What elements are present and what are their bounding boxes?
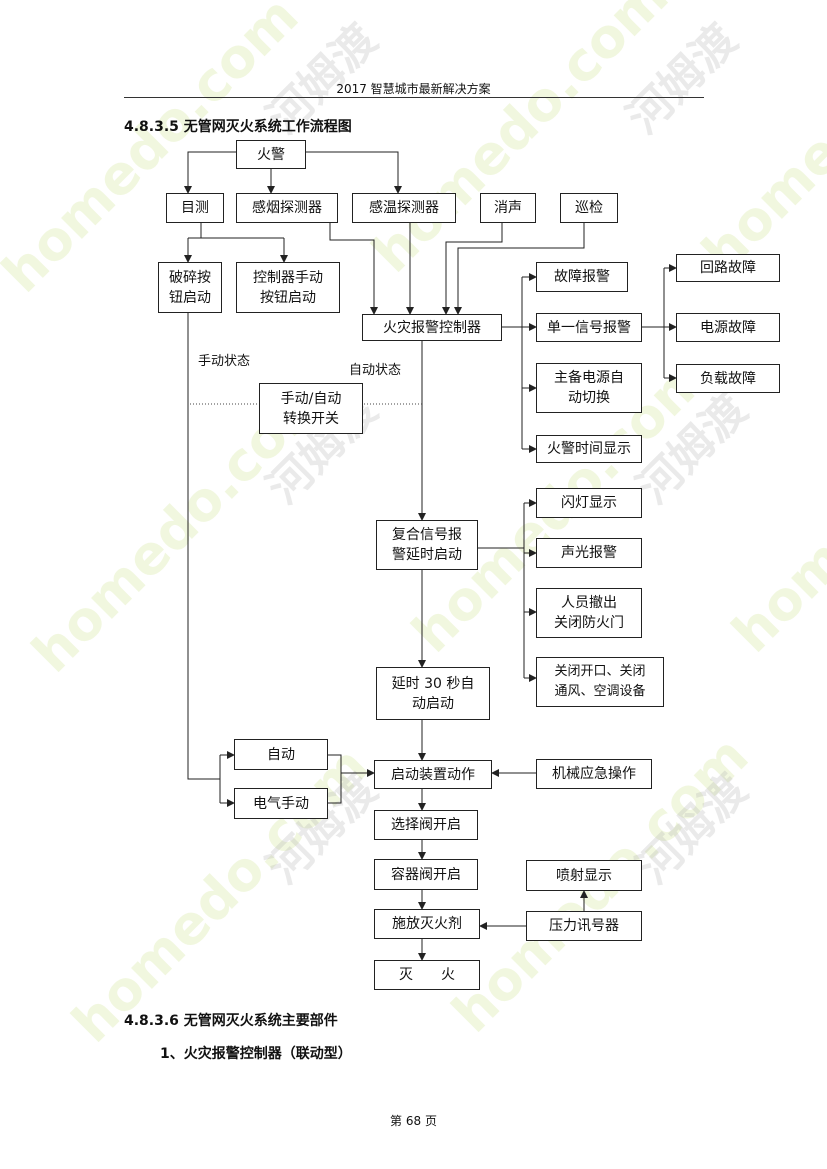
node-pressure-switch: 压力讯号器 — [526, 911, 642, 941]
node-fault-alarm: 故障报警 — [536, 262, 628, 292]
label-auto-state: 自动状态 — [349, 363, 402, 378]
node-electric-manual: 电气手动 — [234, 788, 328, 819]
node-compound-signal: 复合信号报 警延时启动 — [376, 520, 478, 570]
node-controller-button: 控制器手动 按钮启动 — [236, 262, 340, 313]
label-manual-state: 手动状态 — [198, 354, 251, 369]
node-release-agent: 施放灭火剂 — [374, 909, 480, 939]
node-start-device: 启动装置动作 — [374, 760, 492, 789]
subsection-heading: 1、火灾报警控制器（联动型） — [160, 1046, 352, 1062]
section-heading: 4.8.3.6 无管网灭火系统主要部件 — [124, 1013, 338, 1029]
node-load-fault: 负载故障 — [676, 364, 780, 393]
node-power-fault: 电源故障 — [676, 313, 780, 342]
node-extinguish: 灭 火 — [374, 960, 480, 990]
node-evacuate: 人员撤出 关闭防火门 — [536, 588, 642, 638]
node-break-button: 破碎按 钮启动 — [158, 262, 222, 313]
node-visual-inspection: 目测 — [166, 193, 224, 223]
node-loop-fault: 回路故障 — [676, 254, 780, 282]
node-temp-detector: 感温探测器 — [352, 193, 456, 223]
node-auto: 自动 — [234, 739, 328, 770]
node-mode-switch: 手动/自动 转换开关 — [259, 383, 363, 434]
header-rule — [124, 97, 704, 98]
node-container-valve: 容器阀开启 — [374, 859, 478, 890]
node-mechanical-emergency: 机械应急操作 — [536, 759, 652, 789]
node-sound-light-alarm: 声光报警 — [536, 538, 642, 568]
node-close-openings: 关闭开口、关闭 通风、空调设备 — [536, 657, 664, 707]
node-power-switch: 主备电源自 动切换 — [536, 363, 642, 413]
node-patrol: 巡检 — [560, 193, 618, 223]
node-flash-display: 闪灯显示 — [536, 488, 642, 518]
node-fire-alarm: 火警 — [236, 140, 306, 169]
node-delay-30s: 延时 30 秒自 动启动 — [376, 667, 490, 720]
node-smoke-detector: 感烟探测器 — [236, 193, 338, 223]
section-heading: 4.8.3.5 无管网灭火系统工作流程图 — [124, 119, 352, 135]
node-silence: 消声 — [480, 193, 536, 223]
page-header: 2017 智慧城市最新解决方案 — [336, 82, 491, 96]
node-selector-valve: 选择阀开启 — [374, 810, 478, 840]
page-number: 第 68 页 — [390, 1114, 437, 1128]
node-alarm-controller: 火灾报警控制器 — [362, 314, 502, 341]
node-single-signal: 单一信号报警 — [536, 313, 642, 342]
node-spray-display: 喷射显示 — [526, 860, 642, 891]
node-time-display: 火警时间显示 — [536, 435, 642, 463]
